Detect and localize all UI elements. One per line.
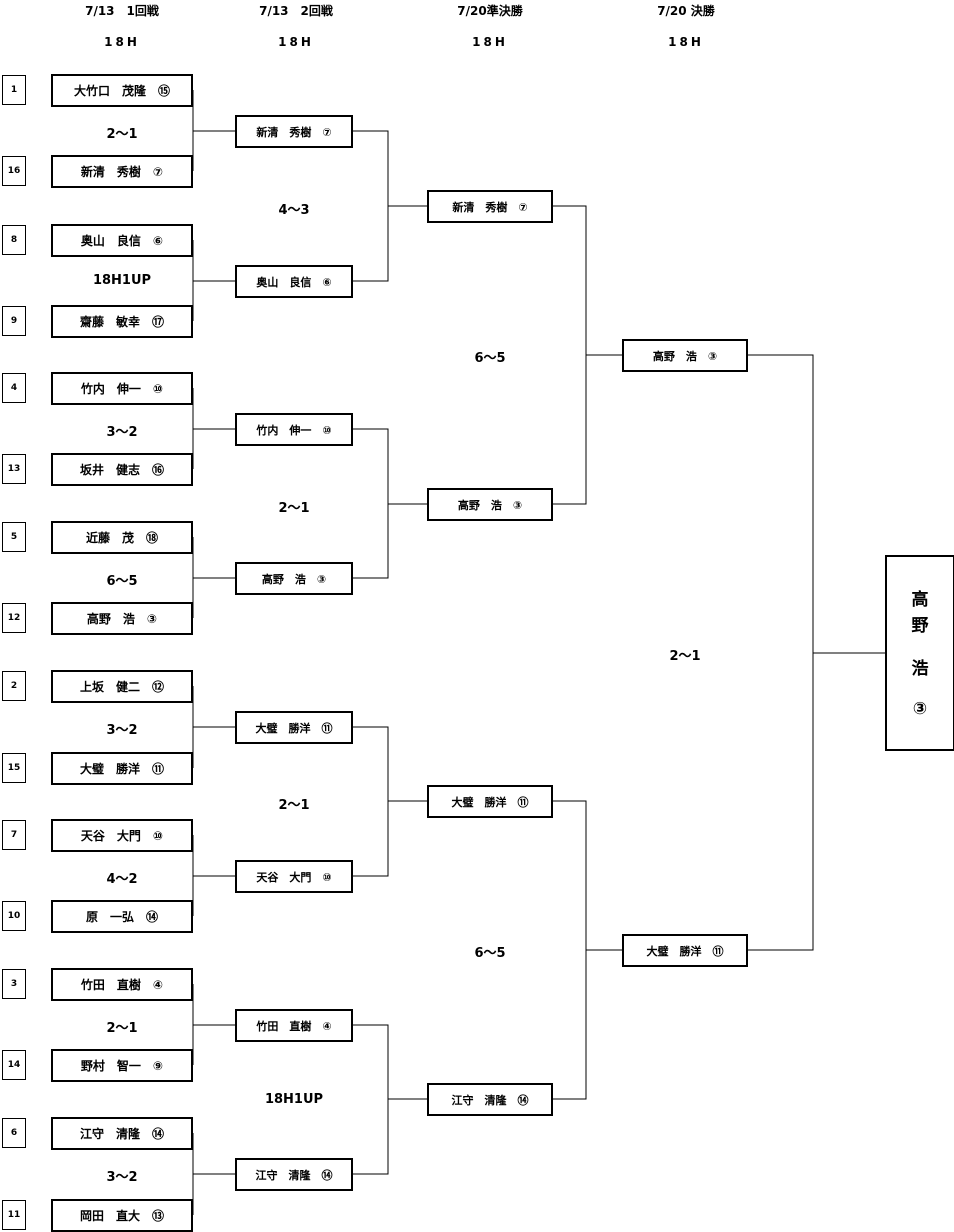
champion-name-char: 高 bbox=[911, 590, 929, 610]
round1-player: 上坂 健二 ⑫ bbox=[51, 670, 193, 703]
seed-number: 9 bbox=[2, 306, 26, 336]
round1-player: 大璧 勝洋 ⑪ bbox=[51, 752, 193, 785]
round2-player: 大璧 勝洋 ⑪ bbox=[235, 711, 353, 744]
round2-score: 2～1 bbox=[278, 501, 310, 516]
round1-player: 竹田 直樹 ④ bbox=[51, 968, 193, 1001]
round1-player: 野村 智一 ⑨ bbox=[51, 1049, 193, 1082]
round1-player: 新清 秀樹 ⑦ bbox=[51, 155, 193, 188]
semifinal-player: 新清 秀樹 ⑦ bbox=[427, 190, 553, 223]
seed-number: 16 bbox=[2, 156, 26, 186]
seed-number: 11 bbox=[2, 1200, 26, 1230]
seed-number: 14 bbox=[2, 1050, 26, 1080]
round1-player: 竹内 伸一 ⑩ bbox=[51, 372, 193, 405]
round1-player: 高野 浩 ③ bbox=[51, 602, 193, 635]
final-player: 高野 浩 ③ bbox=[622, 339, 748, 372]
seed-number: 1 bbox=[2, 75, 26, 105]
seed-number: 3 bbox=[2, 969, 26, 999]
seed-number: 10 bbox=[2, 901, 26, 931]
round1-player: 原 一弘 ⑭ bbox=[51, 900, 193, 933]
round1-player: 江守 清隆 ⑭ bbox=[51, 1117, 193, 1150]
round1-player: 岡田 直大 ⑬ bbox=[51, 1199, 193, 1232]
semifinal-player: 高野 浩 ③ bbox=[427, 488, 553, 521]
seed-number: 13 bbox=[2, 454, 26, 484]
champion-box: 高 野 浩 ③ bbox=[885, 555, 954, 751]
seed-number: 6 bbox=[2, 1118, 26, 1148]
champion-name-char: 野 bbox=[911, 616, 929, 636]
seed-number: 12 bbox=[2, 603, 26, 633]
round1-score: 3～2 bbox=[106, 1170, 138, 1185]
round2-score: 18H1UP bbox=[264, 1092, 324, 1107]
round2-player: 奥山 良信 ⑥ bbox=[235, 265, 353, 298]
round2-player: 天谷 大門 ⑩ bbox=[235, 860, 353, 893]
seed-number: 4 bbox=[2, 373, 26, 403]
round1-score: 3～2 bbox=[106, 425, 138, 440]
round2-player: 新清 秀樹 ⑦ bbox=[235, 115, 353, 148]
seed-number: 5 bbox=[2, 522, 26, 552]
round1-player: 近藤 茂 ⑱ bbox=[51, 521, 193, 554]
final-player: 大璧 勝洋 ⑪ bbox=[622, 934, 748, 967]
round1-score: 18H1UP bbox=[92, 273, 152, 288]
round1-player: 大竹口 茂隆 ⑮ bbox=[51, 74, 193, 107]
round1-player: 坂井 健志 ⑯ bbox=[51, 453, 193, 486]
round1-score: 4～2 bbox=[106, 872, 138, 887]
round1-score: 3～2 bbox=[106, 723, 138, 738]
semifinal-score: 6～5 bbox=[474, 351, 506, 366]
champion-handicap: ③ bbox=[912, 699, 928, 719]
round2-player: 江守 清隆 ⑭ bbox=[235, 1158, 353, 1191]
semifinal-player: 江守 清隆 ⑭ bbox=[427, 1083, 553, 1116]
round1-player: 天谷 大門 ⑩ bbox=[51, 819, 193, 852]
round1-score: 6～5 bbox=[106, 574, 138, 589]
final-score: 2～1 bbox=[669, 649, 701, 664]
round1-score: 2～1 bbox=[106, 1021, 138, 1036]
round2-score: 4～3 bbox=[278, 203, 310, 218]
round1-score: 2～1 bbox=[106, 127, 138, 142]
seed-number: 8 bbox=[2, 225, 26, 255]
seed-number: 15 bbox=[2, 753, 26, 783]
round1-player: 奥山 良信 ⑥ bbox=[51, 224, 193, 257]
semifinal-player: 大璧 勝洋 ⑪ bbox=[427, 785, 553, 818]
semifinal-score: 6～5 bbox=[474, 946, 506, 961]
round2-player: 高野 浩 ③ bbox=[235, 562, 353, 595]
round2-player: 竹内 伸一 ⑩ bbox=[235, 413, 353, 446]
seed-number: 7 bbox=[2, 820, 26, 850]
champion-name-char: 浩 bbox=[911, 659, 929, 679]
round2-player: 竹田 直樹 ④ bbox=[235, 1009, 353, 1042]
seed-number: 2 bbox=[2, 671, 26, 701]
round2-score: 2～1 bbox=[278, 798, 310, 813]
round1-player: 齋藤 敏幸 ⑰ bbox=[51, 305, 193, 338]
